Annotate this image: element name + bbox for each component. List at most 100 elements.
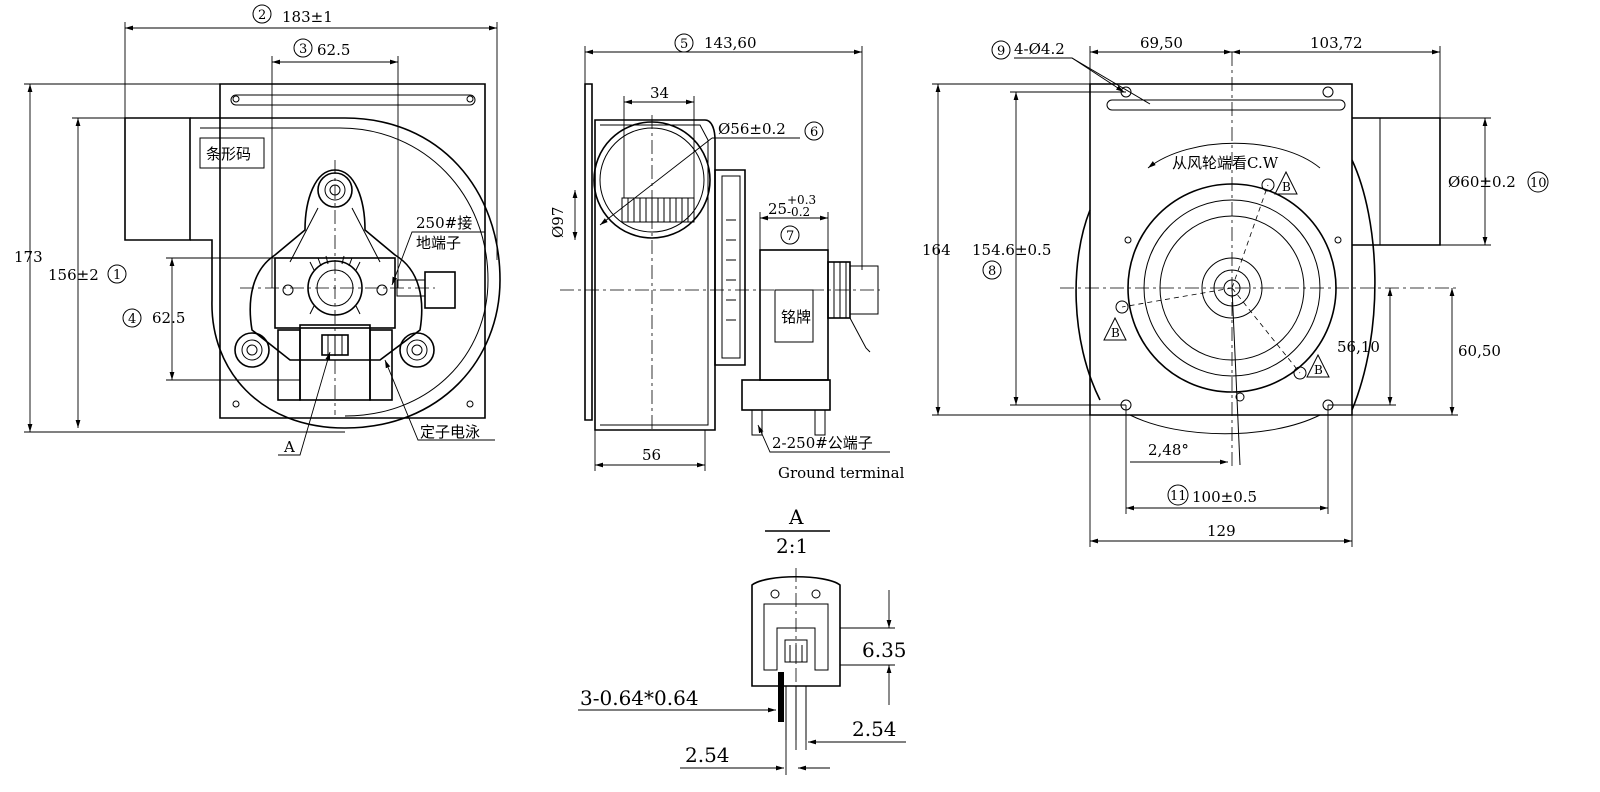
screw-low [1235, 392, 1245, 402]
dim-625v-text: 62.5 [152, 309, 185, 327]
connector-housing [299, 324, 371, 401]
terminal-pin-r [814, 409, 826, 436]
balloon-7 [780, 225, 800, 245]
detail-hole-l [770, 589, 780, 599]
barcode-label: 条形码 [206, 145, 251, 163]
balloon-9 [991, 40, 1011, 60]
inlet-duct [1352, 117, 1441, 246]
plate-slot [230, 94, 476, 106]
scroll-housing [190, 117, 501, 429]
balloon-8 [982, 260, 1002, 280]
dim-254r-text: 2.54 [852, 717, 897, 741]
balloon-2 [252, 4, 272, 24]
dim-635-text: 6.35 [862, 638, 907, 662]
balloon-10-text: 10 [1530, 176, 1547, 191]
dim-angle-text: 2,48° [1148, 441, 1189, 459]
stator-label: 定子电泳 [420, 423, 480, 441]
balloon-6-text: 6 [810, 125, 818, 140]
corner-hole-br [466, 400, 474, 408]
motor-end-cap [849, 265, 879, 315]
boss-left [234, 332, 270, 368]
holes-text: 4-Ø4.2 [1014, 40, 1065, 58]
balloon-3-text: 3 [299, 42, 307, 57]
holes-leader [1014, 57, 1125, 93]
holes-leader-2 [1071, 57, 1151, 105]
wire-lead [849, 317, 871, 353]
ground-terminal-label: Ground terminal [778, 464, 905, 482]
corner-hole-bl [232, 400, 240, 408]
balloon-5 [674, 33, 694, 53]
dim-10372-text: 103,72 [1310, 34, 1363, 52]
balloon-7-text: 7 [786, 229, 794, 244]
mark-b-bottom [1306, 353, 1330, 378]
balloon-10 [1527, 171, 1549, 193]
screw-left [282, 284, 294, 296]
nameplate-box [774, 289, 814, 343]
rear-hole-mr [1334, 236, 1342, 244]
side-nut [424, 271, 456, 309]
balloon-4-text: 4 [128, 312, 136, 327]
angle-line [1231, 287, 1241, 466]
radial-line-2 [1121, 287, 1233, 308]
rotation-label: 从风轮端看C.W [1172, 154, 1279, 172]
front-view: 条形码 [14, 4, 501, 456]
dim-173-text: 173 [14, 248, 43, 266]
barcode-box [199, 137, 265, 169]
dim-164-text: 164 [922, 241, 951, 259]
balloon-6 [804, 121, 824, 141]
motor-frame [721, 175, 741, 359]
detail-title: A [788, 505, 804, 529]
side-housing-inner [600, 124, 709, 426]
terminal-housing [741, 379, 831, 411]
dim-56-text: 56 [642, 446, 661, 464]
dim-5610-text: 56,10 [1337, 338, 1380, 356]
leader-stator [384, 359, 495, 441]
spider-inner-l [289, 207, 319, 263]
boss-right-hole [411, 344, 423, 356]
screw-bottom [1293, 366, 1307, 380]
dim-156-text: 156±2 [48, 266, 99, 284]
mark-b-bottom-text: B [1314, 363, 1323, 377]
detail-lead [778, 672, 784, 722]
terminal-label: 2-250#公端子 [772, 434, 873, 452]
balloon-1-text: 1 [113, 268, 121, 283]
screw-left-rear [1115, 300, 1129, 314]
terminal-pin-l [751, 409, 763, 436]
radial-line-3 [1231, 287, 1301, 374]
balloon-4 [122, 308, 142, 328]
boss-left-inner [241, 339, 263, 361]
leader-terminal [757, 424, 890, 453]
motor-spider [249, 169, 423, 361]
dim-1546-text: 154.6±0.5 [972, 241, 1051, 259]
leader-ground [391, 231, 485, 286]
dim-pin-text: 3-0.64*0.64 [580, 686, 699, 710]
mark-b-top-text: B [1282, 180, 1291, 194]
mark-b-left-text: B [1111, 326, 1120, 340]
dim-97-text: Ø97 [549, 207, 567, 238]
rotation-arrow [1147, 142, 1321, 169]
side-housing [594, 119, 716, 431]
balloon-11-text: 11 [1170, 489, 1187, 504]
dim-129-text: 129 [1207, 522, 1236, 540]
screw-right [376, 284, 388, 296]
dim-183-text: 183±1 [282, 8, 333, 26]
dim-6050-text: 60,50 [1458, 342, 1501, 360]
dim-56dia-leader [600, 137, 800, 225]
detail-inner [763, 603, 829, 671]
winding-left [277, 329, 301, 401]
dim-60dia-text: Ø60±0.2 [1448, 173, 1516, 191]
screw-top [1261, 178, 1275, 192]
ground-label-1: 250#接 [416, 214, 472, 232]
balloon-3 [293, 38, 313, 58]
mark-b-left [1103, 316, 1127, 341]
balloon-1 [107, 264, 127, 284]
spider-inner-r [351, 207, 381, 263]
bottom-arc [1129, 414, 1321, 435]
motor-bracket [714, 169, 746, 366]
dim-143-text: 143,60 [704, 34, 757, 52]
outlet-duct [124, 117, 191, 241]
dim-56dia-text: Ø56±0.2 [718, 120, 786, 138]
fan-blades [627, 198, 689, 222]
mounting-plate [219, 83, 486, 419]
